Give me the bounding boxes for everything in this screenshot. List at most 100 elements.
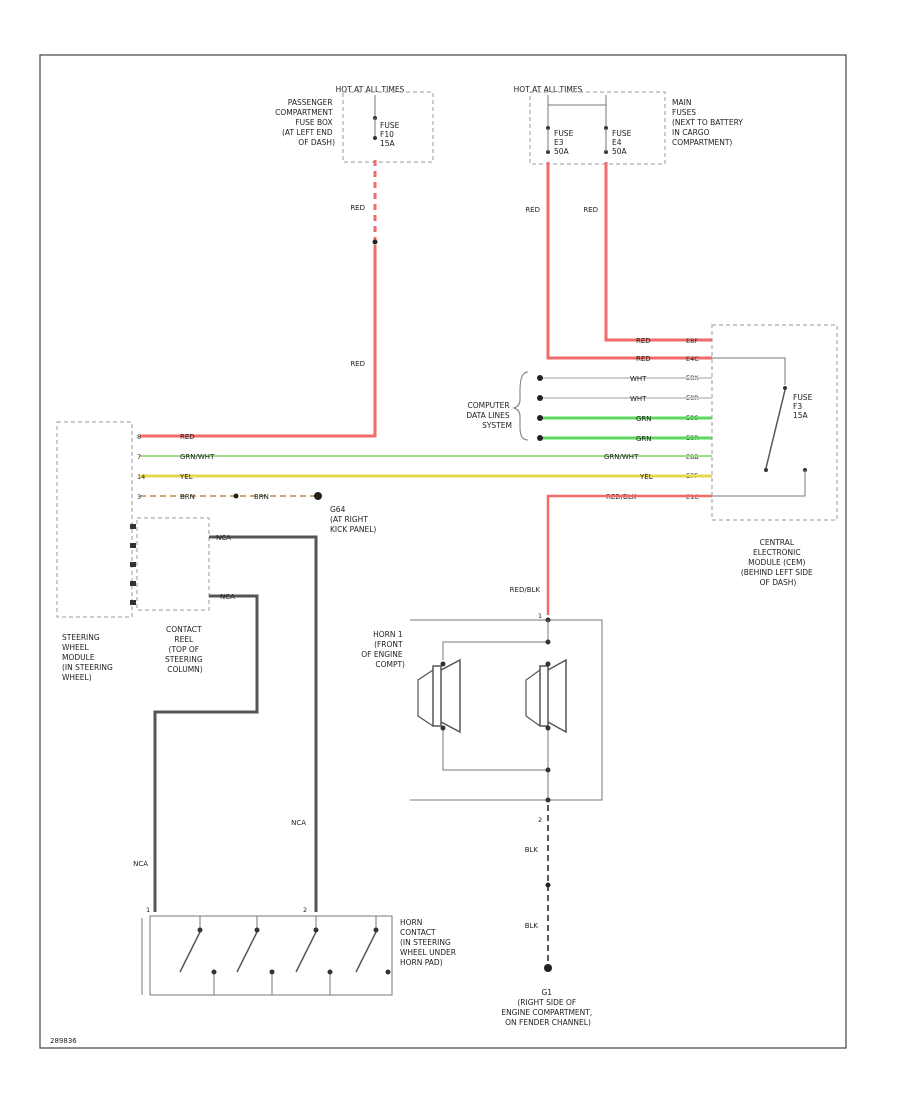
- ground-g1-label: G1 (RIGHT SIDE OF ENGINE COMPARTMENT, ON…: [501, 988, 594, 1027]
- main-fuses: HOT AT ALL TIMES FUSE E3 50A FUSE E4 50A…: [514, 85, 745, 165]
- pass-fuse-box-label: PASSENGER COMPARTMENT FUSE BOX (AT LEFT …: [275, 98, 335, 147]
- fuse-f10-1: F10: [380, 130, 394, 139]
- horn-contact-label-4: HORN PAD): [400, 958, 443, 967]
- nca-label-1: NCA: [291, 819, 306, 827]
- swm-pin-1: 8: [137, 433, 141, 441]
- swm-pin-4: 3: [137, 493, 141, 501]
- blk-label-2: BLK: [525, 922, 539, 930]
- horn-contact-label: HORN CONTACT (IN STEERING WHEEL UNDER HO…: [400, 918, 458, 967]
- contact-reel-label: CONTACT REEL (TOP OF STEERING COLUMN): [165, 625, 205, 674]
- swm-pin-3: 14: [137, 473, 145, 481]
- main-fuses-label-2: (NEXT TO BATTERY: [672, 118, 743, 127]
- fuse-e3-2: 50A: [554, 147, 570, 156]
- swm-wire-1: RED: [180, 433, 195, 441]
- pass-fuse-box-label-0: PASSENGER: [288, 98, 333, 107]
- fuse-e3-label: FUSE E3 50A: [554, 129, 576, 156]
- swm-label-1: WHEEL: [62, 643, 90, 652]
- fuse-f10-0: FUSE: [380, 121, 400, 130]
- cem-fuse-label: FUSE F3 15A: [793, 393, 815, 420]
- horn-contact-label-3: WHEEL UNDER: [400, 948, 456, 957]
- pass-fuse-box-label-4: OF DASH): [298, 138, 335, 147]
- cem-wire-1: RED: [636, 337, 651, 345]
- main-fuses-outline: [529, 91, 666, 165]
- horn-pin-2: 2: [538, 816, 542, 824]
- brn-second-label: BRN: [254, 493, 269, 501]
- ground-g1-dot: [544, 964, 552, 972]
- red-blk-label: RED/BLK: [510, 586, 541, 594]
- horn-contact-label-2: (IN STEERING: [400, 938, 451, 947]
- horn-symbol-left: [417, 658, 461, 734]
- cem-label: CENTRAL ELECTRONIC MODULE (CEM) (BEHIND …: [741, 538, 815, 587]
- cem-wire-4: WHT: [630, 395, 647, 403]
- computer-data-lines: COMPUTER DATA LINES SYSTEM WHT WHT GRN G…: [466, 371, 712, 443]
- pass-fuse-box-label-3: (AT LEFT END: [282, 128, 333, 137]
- red-label-4: RED: [583, 206, 598, 214]
- red-blk-wire: [546, 494, 712, 615]
- ground-g64-2: KICK PANEL): [330, 525, 376, 534]
- contact-reel-label-1: REEL: [174, 635, 194, 644]
- ground-g1-1: (RIGHT SIDE OF: [517, 998, 576, 1007]
- cem-label-0: CENTRAL: [760, 538, 795, 547]
- computer-data-label-2: SYSTEM: [482, 421, 512, 430]
- nca-wire-left: [153, 594, 259, 912]
- cem-wire-2: RED: [636, 355, 651, 363]
- main-fuses-label-3: IN CARGO: [672, 128, 710, 137]
- ground-g1-3: ON FENDER CHANNEL): [505, 1018, 591, 1027]
- ground-g1-0: G1: [542, 988, 553, 997]
- cem-fuse-2: 15A: [793, 411, 809, 420]
- fuse-e4-1: E4: [612, 138, 622, 147]
- cem-fuse-switch: [765, 389, 786, 469]
- horn-label: HORN 1 (FRONT OF ENGINE COMPT): [361, 630, 405, 669]
- horn-label-0: HORN 1: [373, 630, 403, 639]
- diagram-frame: [39, 54, 847, 1049]
- cem-pin-1: E8F: [686, 337, 698, 345]
- passenger-fuse-box: HOT AT ALL TIMES PASSENGER COMPARTMENT F…: [275, 85, 434, 163]
- pass-fuse-box-label-1: COMPARTMENT: [275, 108, 333, 117]
- main-fuses-label-4: COMPARTMENT): [672, 138, 732, 147]
- hc-pin-2: 2: [303, 906, 307, 914]
- pass-fuse-box-outline: [342, 91, 434, 163]
- red-label-1: RED: [350, 204, 365, 212]
- swm-label-3: (IN STEERING: [62, 663, 113, 672]
- swm-label-2: MODULE: [62, 653, 95, 662]
- cem-wire-7: GRN/WHT: [604, 453, 639, 461]
- horn-pin-1: 1: [538, 612, 542, 620]
- fuse-e3-1: E3: [554, 138, 564, 147]
- horn-label-1: (FRONT: [374, 640, 403, 649]
- cem-wire-5: GRN: [636, 415, 652, 423]
- ground-g64-1: (AT RIGHT: [330, 515, 368, 524]
- cem-wire-8: YEL: [639, 473, 653, 481]
- swm-label: STEERING WHEEL MODULE (IN STEERING WHEEL…: [62, 633, 115, 682]
- swm-pin-2: 7: [137, 453, 141, 461]
- cem-fuse-1: F3: [793, 402, 802, 411]
- contact-reel-label-2: (TOP OF: [169, 645, 200, 654]
- swm-label-4: WHEEL): [62, 673, 92, 682]
- fuse-e3-0: FUSE: [554, 129, 574, 138]
- red-wire-e3: [546, 162, 712, 360]
- steering-wheel-module: 8 7 14 3 STEERING WHEEL MODULE (IN STEER…: [56, 421, 145, 682]
- cem-label-3: (BEHIND LEFT SIDE: [741, 568, 813, 577]
- main-fuses-label-1: FUSES: [672, 108, 696, 117]
- horn-contact-label-0: HORN: [400, 918, 422, 927]
- swm-wire-3: YEL: [179, 473, 193, 481]
- ground-g64-dot: [314, 492, 322, 500]
- hot-label-right: HOT AT ALL TIMES: [514, 85, 583, 94]
- blk-label-1: BLK: [525, 846, 539, 854]
- contact-reel-label-3: STEERING: [165, 655, 203, 664]
- horn-symbol-right: [525, 658, 567, 734]
- ground-g64-label: G64 (AT RIGHT KICK PANEL): [330, 505, 376, 534]
- contact-reel-label-0: CONTACT: [166, 625, 202, 634]
- cem-label-4: OF DASH): [760, 578, 797, 587]
- horn-label-2: OF ENGINE: [361, 650, 403, 659]
- contact-reel: CONTACT REEL (TOP OF STEERING COLUMN): [130, 517, 210, 674]
- contact-reel-outline: [136, 517, 210, 611]
- pass-fuse-box-label-2: FUSE BOX: [295, 118, 332, 127]
- horn-contact: 1 2 HORN CONTACT (IN STEERING WHEEL UNDE…: [141, 906, 458, 996]
- main-fuses-label-0: MAIN: [672, 98, 691, 107]
- data-lines-brace: [512, 371, 529, 441]
- cem-fuse-0: FUSE: [793, 393, 813, 402]
- main-fuses-label: MAIN FUSES (NEXT TO BATTERY IN CARGO COM…: [672, 98, 745, 147]
- ground-g64-0: G64: [330, 505, 346, 514]
- hot-label-left: HOT AT ALL TIMES: [336, 85, 405, 94]
